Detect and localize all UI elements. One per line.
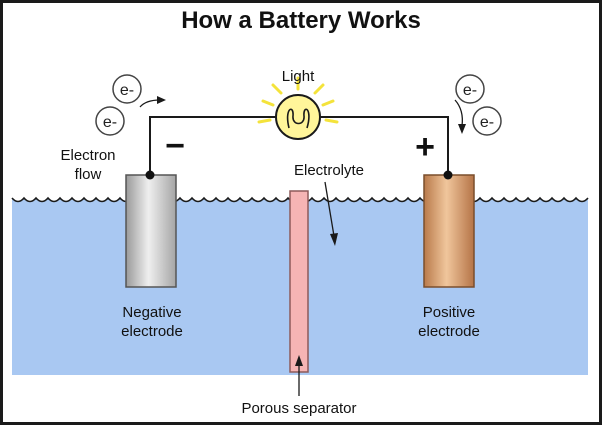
porous-separator-label: Porous separator — [241, 400, 356, 417]
porous-separator — [289, 190, 309, 373]
curved-arrow-icon — [454, 99, 466, 134]
electron-icon: e- — [455, 74, 485, 104]
electron-icon: e- — [95, 106, 125, 136]
positive-sign: + — [415, 128, 435, 166]
electrolyte-label: Electrolyte — [294, 162, 364, 179]
negative-sign: − — [165, 127, 185, 165]
negative-electrode-label-line1: Negative — [122, 304, 181, 321]
svg-text:e-: e- — [120, 82, 134, 99]
svg-text:e-: e- — [480, 114, 494, 131]
positive-terminal-dot — [443, 170, 453, 180]
svg-text:e-: e- — [463, 82, 477, 99]
positive-electrode — [423, 174, 475, 288]
electron-flow-label-line2: flow — [75, 166, 102, 183]
separator-pointer-arrow — [295, 355, 303, 396]
curved-arrow-icon — [139, 96, 166, 108]
lightbulb-icon — [257, 76, 339, 140]
circuit-wire — [149, 116, 276, 175]
negative-electrode-label-line2: electrode — [121, 323, 183, 340]
diagram-title: How a Battery Works — [181, 7, 421, 34]
electron-flow-label-line1: Electron — [60, 147, 115, 164]
electron-icon: e- — [112, 74, 142, 104]
negative-terminal-dot — [145, 170, 155, 180]
circuit-wire-right — [320, 116, 449, 175]
positive-electrode-label-line1: Positive — [423, 304, 476, 321]
electrolyte-pointer-arrow — [324, 181, 338, 246]
light-label: Light — [282, 68, 315, 85]
svg-text:e-: e- — [103, 114, 117, 131]
positive-electrode-label-line2: electrode — [418, 323, 480, 340]
electron-icon: e- — [472, 106, 502, 136]
negative-electrode — [125, 174, 177, 288]
